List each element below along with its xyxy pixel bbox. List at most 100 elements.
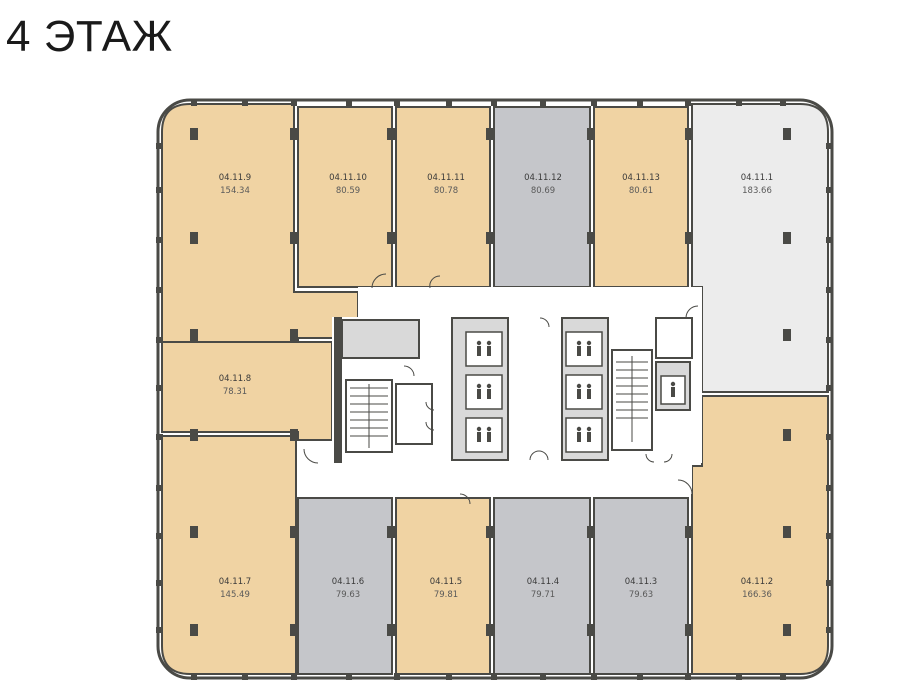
column	[486, 232, 494, 244]
unit-04-11-4[interactable]	[493, 497, 591, 675]
mullion	[826, 237, 833, 243]
unit-code: 04.11.12	[524, 173, 562, 183]
mullion	[826, 187, 833, 193]
mullion	[637, 673, 643, 680]
lift-icons	[476, 340, 592, 442]
unit-04-11-6[interactable]	[297, 497, 393, 675]
mullion	[826, 533, 833, 539]
mullion	[736, 99, 742, 106]
mullion	[826, 485, 833, 491]
unit-code: 04.11.8	[219, 374, 251, 384]
unit-code: 04.11.1	[741, 173, 773, 183]
column	[190, 128, 198, 140]
unit-code: 04.11.10	[329, 173, 367, 183]
unit-area: 79.63	[629, 590, 653, 600]
unit-area: 145.49	[220, 590, 250, 600]
mullion	[491, 99, 497, 106]
mullion	[591, 673, 597, 680]
column	[587, 526, 595, 538]
unit-04-11-12[interactable]	[493, 106, 591, 288]
unit-area: 183.66	[742, 186, 772, 196]
unit-code: 04.11.13	[622, 173, 660, 183]
column	[783, 232, 791, 244]
unit-code: 04.11.3	[625, 577, 657, 587]
mullion	[156, 187, 163, 193]
mullion	[637, 99, 643, 106]
mullion	[446, 99, 452, 106]
column	[387, 128, 395, 140]
column	[587, 128, 595, 140]
mullion	[780, 99, 786, 106]
mullion	[191, 99, 197, 106]
mullion	[826, 287, 833, 293]
column	[290, 526, 298, 538]
unit-04-11-5[interactable]	[395, 497, 491, 675]
unit-code: 04.11.4	[527, 577, 559, 587]
mullion	[826, 337, 833, 343]
unit-04-11-11[interactable]	[395, 106, 491, 288]
mullion	[242, 99, 248, 106]
unit-area: 166.36	[742, 590, 772, 600]
lift-cabin	[565, 374, 603, 410]
mullion	[826, 627, 833, 633]
lift-cabin	[565, 331, 603, 367]
units-layer	[161, 103, 829, 675]
lift-cabin	[465, 331, 503, 367]
floor-title: 4 ЭТАЖ	[6, 12, 173, 61]
mullion	[291, 673, 297, 680]
mullion	[540, 673, 546, 680]
column	[190, 526, 198, 538]
column	[290, 232, 298, 244]
labels-layer: 04.11.9154.3404.11.1080.5904.11.1180.780…	[219, 173, 773, 600]
unit-04-11-7[interactable]	[161, 435, 297, 675]
column	[387, 526, 395, 538]
mullion	[156, 237, 163, 243]
column	[783, 128, 791, 140]
facade-mullions	[156, 99, 833, 680]
unit-area: 80.59	[336, 186, 360, 196]
unit-area: 80.61	[629, 186, 653, 196]
mullion	[685, 99, 691, 106]
unit-04-11-1[interactable]	[691, 103, 829, 393]
unit-area: 79.63	[336, 590, 360, 600]
mullion	[156, 143, 163, 149]
unit-04-11-10[interactable]	[297, 106, 393, 288]
column	[783, 624, 791, 636]
mullion	[156, 485, 163, 491]
unit-area: 78.31	[223, 387, 247, 397]
mullion	[736, 673, 742, 680]
mullion	[242, 673, 248, 680]
core	[303, 273, 702, 505]
unit-04-11-13[interactable]	[593, 106, 689, 288]
mullion	[346, 99, 352, 106]
mullion	[156, 580, 163, 586]
column	[783, 526, 791, 538]
corridor-north	[358, 287, 702, 317]
mullion	[346, 673, 352, 680]
mullion	[446, 673, 452, 680]
mullion	[156, 434, 163, 440]
lift-cabin	[465, 417, 503, 453]
column	[783, 329, 791, 341]
unit-area: 154.34	[220, 186, 250, 196]
mullion	[156, 287, 163, 293]
column	[685, 128, 693, 140]
unit-code: 04.11.2	[741, 577, 773, 587]
mullion	[780, 673, 786, 680]
unit-04-11-2[interactable]	[691, 395, 829, 675]
mullion	[826, 143, 833, 149]
column	[486, 128, 494, 140]
column	[685, 526, 693, 538]
column	[486, 624, 494, 636]
column	[387, 232, 395, 244]
mullion	[394, 673, 400, 680]
mullion	[540, 99, 546, 106]
unit-code: 04.11.9	[219, 173, 251, 183]
core-wall-east	[655, 317, 693, 359]
corridor-south	[312, 463, 692, 494]
unit-area: 80.69	[531, 186, 555, 196]
column	[190, 624, 198, 636]
unit-area: 80.78	[434, 186, 458, 196]
column	[587, 232, 595, 244]
